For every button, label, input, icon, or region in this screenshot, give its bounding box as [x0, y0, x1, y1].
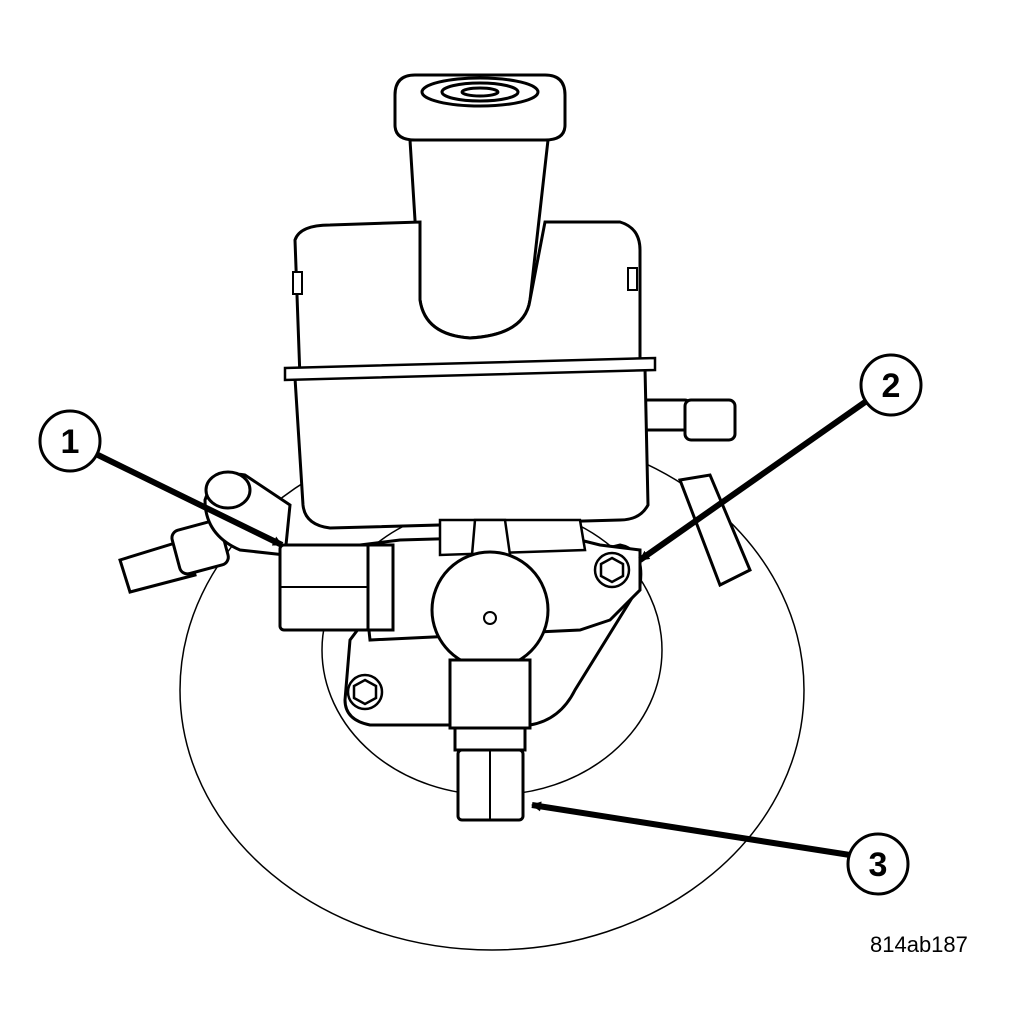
bottom-brake-line-fitting [453, 726, 527, 822]
valve-stem [448, 658, 532, 730]
reservoir-body [293, 220, 642, 380]
callout-1-number: 1 [61, 423, 80, 461]
callout-2: 2 [859, 353, 923, 417]
reservoir-cap [393, 73, 567, 142]
mounting-nut-right [593, 551, 631, 589]
valve-housing-center [483, 611, 497, 625]
mounting-nut-left [346, 673, 384, 711]
port-boss [470, 518, 512, 557]
left-brake-line-fitting [278, 543, 395, 632]
callout-3-number: 3 [869, 846, 888, 884]
reservoir-seam [283, 356, 657, 382]
reservoir-lower-body [293, 366, 650, 530]
vacuum-hose [118, 470, 292, 594]
callout-3: 3 [846, 832, 910, 896]
callout-1-leader [96, 452, 284, 548]
callout-3-leader [531, 801, 851, 858]
check-valve-fitting [638, 398, 752, 588]
callout-1: 1 [38, 409, 102, 473]
figure-id-label: 814ab187 [870, 932, 968, 957]
master-cylinder-top-port [438, 518, 587, 557]
reservoir-tab-right [627, 267, 638, 291]
callout-2-number: 2 [882, 367, 901, 405]
valve-housing [430, 550, 550, 670]
reservoir-tab-left [292, 271, 303, 295]
callout-2-leader [638, 397, 870, 563]
